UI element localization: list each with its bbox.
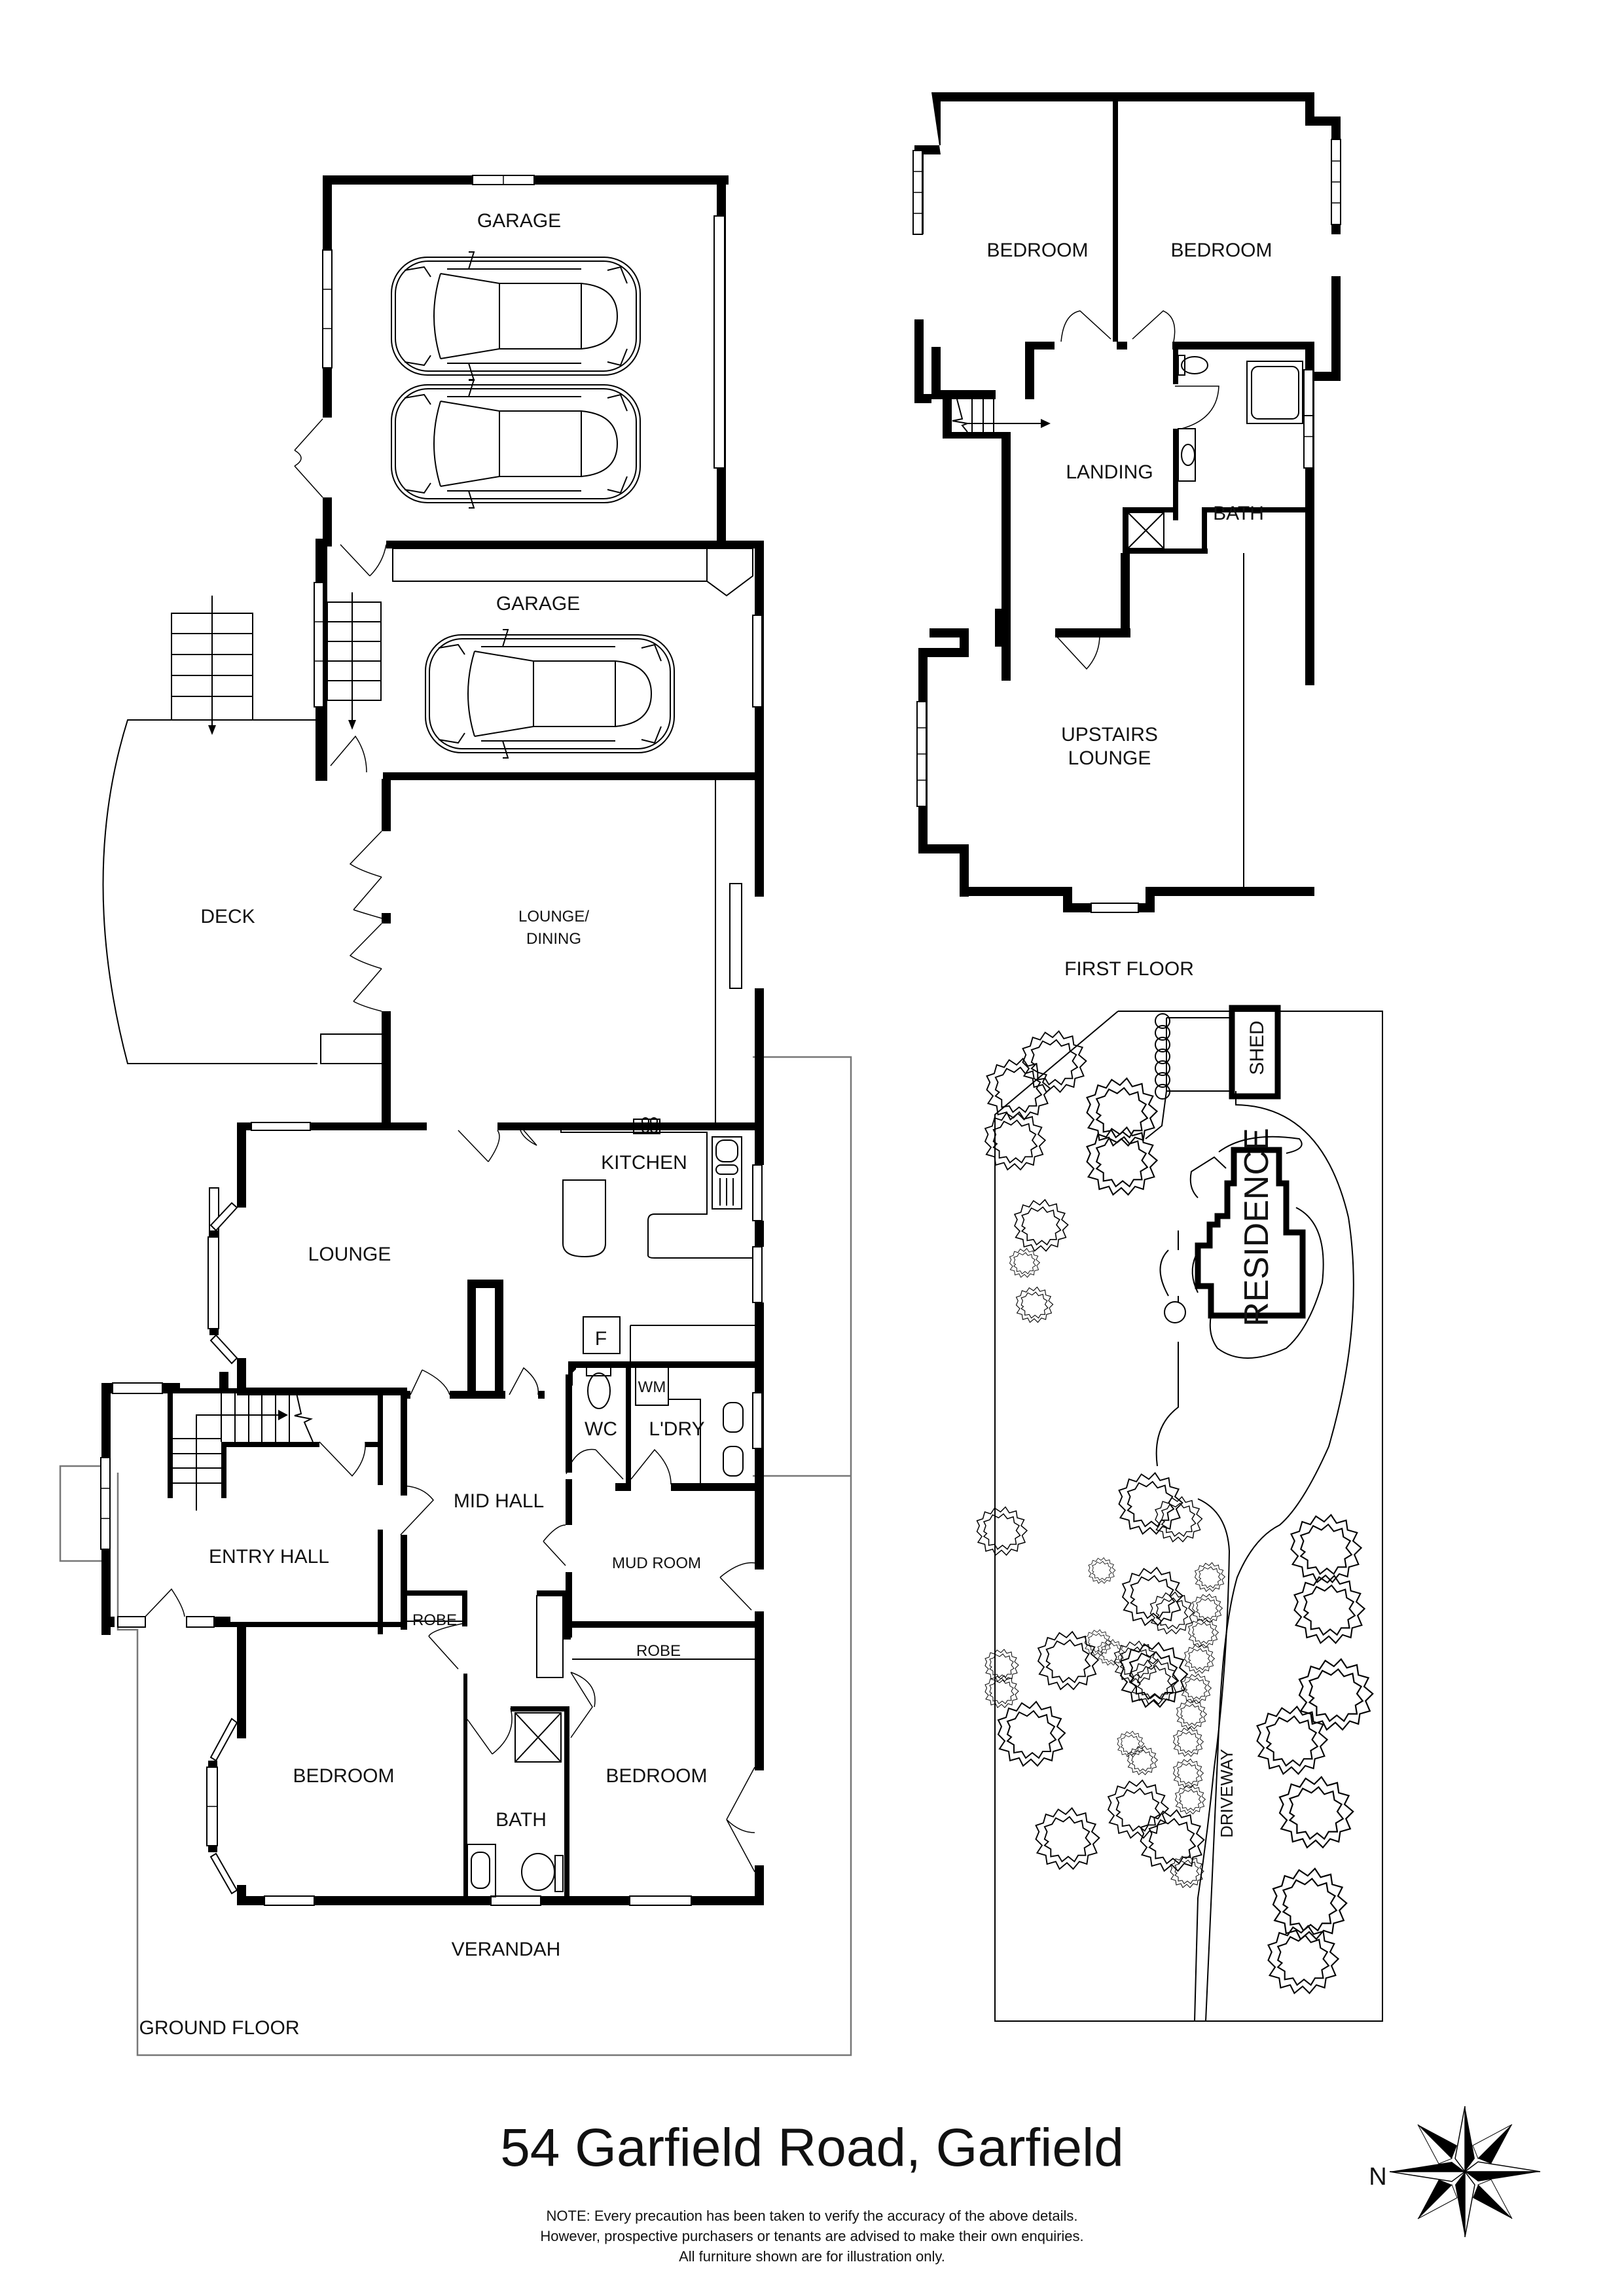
label-bedroom-right: BEDROOM xyxy=(605,1765,707,1787)
label-bedroom-first-left: BEDROOM xyxy=(986,240,1088,261)
hedge xyxy=(1155,1013,1170,1100)
label-mid-hall: MID HALL xyxy=(454,1490,544,1512)
bedrooms-bath xyxy=(206,1627,764,1906)
label-laundry: L'DRY xyxy=(649,1418,704,1440)
first-floor-labels: BEDROOM BEDROOM LANDING BATH UPSTAIRS LO… xyxy=(986,240,1272,980)
stair-entry xyxy=(168,1393,319,1511)
disclaimer-note: NOTE: Every precaution has been taken to… xyxy=(0,2206,1624,2267)
garage-upper xyxy=(294,175,729,547)
trees xyxy=(976,1030,1374,1994)
label-garage-upper: GARAGE xyxy=(477,210,561,232)
label-bedroom-left: BEDROOM xyxy=(293,1765,394,1787)
label-lounge-dining-1: LOUNGE/ xyxy=(518,908,589,925)
label-shed: SHED xyxy=(1246,1020,1268,1075)
disclaimer-line-1: NOTE: Every precaution has been taken to… xyxy=(546,2208,1078,2224)
label-deck: DECK xyxy=(200,906,255,927)
label-bath-ground: BATH xyxy=(496,1809,547,1831)
lounge-dining xyxy=(349,779,764,1129)
label-landing: LANDING xyxy=(1066,461,1153,483)
label-robe-left: ROBE xyxy=(412,1611,457,1629)
property-address-title: 54 Garfield Road, Garfield xyxy=(500,2118,1124,2178)
label-lounge: LOUNGE xyxy=(308,1244,391,1265)
disclaimer-line-3: All furniture shown are for illustration… xyxy=(679,2248,945,2265)
compass-rose-icon xyxy=(1389,2106,1541,2238)
ground-floor-plan xyxy=(59,175,852,2056)
label-bedroom-first-right: BEDROOM xyxy=(1170,240,1272,261)
mid-hall xyxy=(400,1367,571,1678)
label-kitchen: KITCHEN xyxy=(601,1152,687,1174)
label-residence: RESIDENCE xyxy=(1238,1128,1276,1326)
first-floor-label: FIRST FLOOR xyxy=(1064,958,1194,980)
label-entry-hall: ENTRY HALL xyxy=(209,1546,329,1568)
disclaimer-line-2: However, prospective purchasers or tenan… xyxy=(540,2228,1084,2244)
label-mud-room: MUD ROOM xyxy=(612,1554,701,1572)
label-upstairs-lounge-1: UPSTAIRS xyxy=(1061,724,1158,745)
label-lounge-dining-2: DINING xyxy=(526,930,581,948)
mud-room xyxy=(543,1491,764,1752)
ground-floor-label: GROUND FLOOR xyxy=(139,2017,299,2039)
first-floor-plan xyxy=(912,92,1341,913)
label-upstairs-lounge-2: LOUNGE xyxy=(1068,747,1151,769)
label-bath-first: BATH xyxy=(1213,503,1264,524)
label-garage-lower: GARAGE xyxy=(496,593,580,615)
ground-floor-labels: GARAGE GARAGE DECK LOUNGE/ DINING KITCHE… xyxy=(139,210,707,2039)
label-robe-right: ROBE xyxy=(636,1642,681,1660)
label-fridge: F xyxy=(595,1328,607,1350)
stair-garage xyxy=(327,592,382,730)
label-wc: WC xyxy=(585,1418,617,1440)
site-plan: SHED RESIDENCE DRIVEWAY xyxy=(976,1005,1383,2022)
stair-deck xyxy=(171,596,253,735)
entry-hall xyxy=(100,1372,406,1635)
label-driveway: DRIVEWAY xyxy=(1217,1749,1236,1838)
label-verandah: VERANDAH xyxy=(452,1939,561,1960)
deck xyxy=(102,596,384,1064)
garage-lower xyxy=(314,539,764,894)
label-washing-machine: WM xyxy=(638,1378,666,1396)
wc-laundry xyxy=(566,1361,763,1496)
compass-north-label: N xyxy=(1369,2163,1386,2191)
